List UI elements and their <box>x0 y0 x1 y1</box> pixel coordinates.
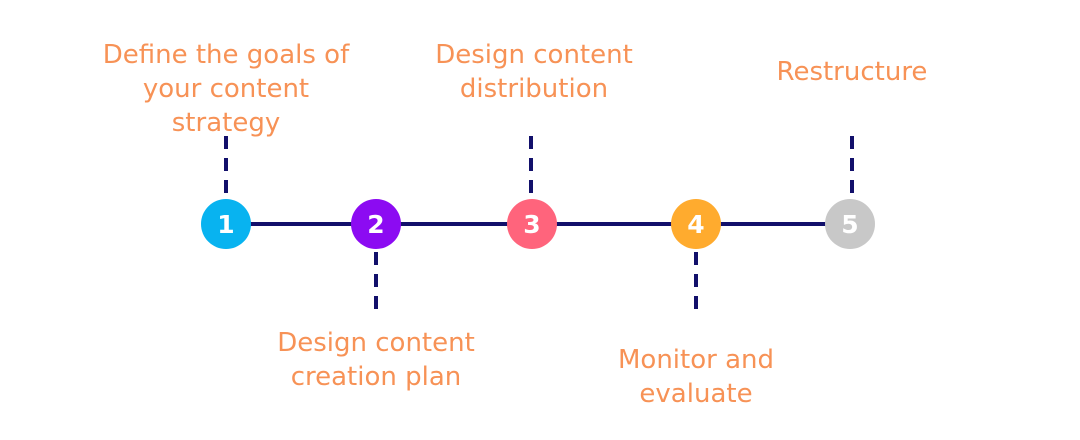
step-label-3: Design content distribution <box>435 40 633 104</box>
step-label-5: Restructure <box>776 57 928 87</box>
step-marker-2: 2 <box>351 199 401 249</box>
step-number-4: 4 <box>687 210 704 239</box>
step-circle-3 <box>507 199 557 249</box>
step-circle-2 <box>351 199 401 249</box>
step-label-1: Define the goals of your content strateg… <box>102 40 350 138</box>
step-number-2: 2 <box>367 210 384 239</box>
step-label-4: Monitor and evaluate <box>617 345 774 409</box>
timeline-markers: 1 2 3 4 5 <box>201 199 875 249</box>
step-circle-1 <box>201 199 251 249</box>
step-marker-5: 5 <box>825 199 875 249</box>
step-circle-5 <box>825 199 875 249</box>
step-circle-4 <box>671 199 721 249</box>
step-marker-1: 1 <box>201 199 251 249</box>
step-label-2: Design content creation plan <box>277 328 475 392</box>
step-marker-3: 3 <box>507 199 557 249</box>
timeline-leader-lines <box>224 136 854 316</box>
step-number-5: 5 <box>841 210 858 239</box>
step-number-3: 3 <box>523 210 540 239</box>
step-marker-4: 4 <box>671 199 721 249</box>
step-number-1: 1 <box>217 210 234 239</box>
